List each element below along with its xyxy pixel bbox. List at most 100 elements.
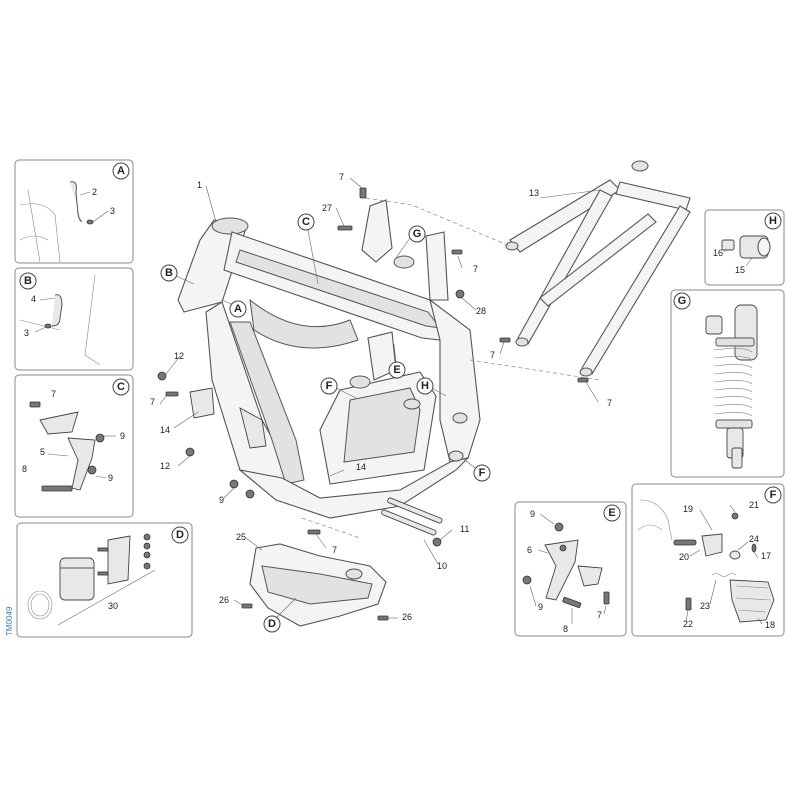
main-frame-artwork <box>157 187 481 519</box>
callout-letter-e: E <box>608 507 615 519</box>
callout-letter-f-main-left: F <box>326 380 333 392</box>
callout-b-inset: B <box>19 272 37 290</box>
part-number-6-inset-e: 6 <box>527 545 532 555</box>
callout-a-inset: A <box>112 162 130 180</box>
inset-c-artwork <box>29 401 105 492</box>
callout-letter-f: F <box>770 489 777 501</box>
part-number-17-inset-f: 17 <box>761 551 771 561</box>
callout-letter-h: H <box>769 215 777 227</box>
callout-letter-b-main: B <box>165 267 173 279</box>
part-number-22-inset-f: 22 <box>683 619 693 629</box>
part-number-13: 13 <box>529 188 539 198</box>
part-number-7-subframe-right: 7 <box>607 398 612 408</box>
part-number-7-bottom: 7 <box>332 545 337 555</box>
part-number-16-inset-h: 16 <box>713 248 723 258</box>
part-number-15-inset-h: 15 <box>735 265 745 275</box>
callout-pointers <box>175 229 479 621</box>
part-number-9-main: 9 <box>219 495 224 505</box>
part-number-20-inset-f: 20 <box>679 552 689 562</box>
inset-d-box <box>16 522 193 638</box>
part-number-10: 10 <box>437 561 447 571</box>
part-number-26-right: 26 <box>402 612 412 622</box>
callout-c-main: C <box>297 213 315 231</box>
part-number-5-inset-c: 5 <box>40 447 45 457</box>
inset-b-box <box>14 267 134 371</box>
callout-letter-g-main: G <box>413 228 422 240</box>
callout-letter-c: C <box>117 381 125 393</box>
rear-subframe-artwork <box>499 160 691 383</box>
callout-g-main: G <box>408 225 426 243</box>
part-number-9-inset-c-top: 9 <box>120 431 125 441</box>
inset-f-artwork <box>637 499 775 623</box>
main-leader-lines <box>159 177 601 619</box>
part-number-2-inset-a: 2 <box>92 187 97 197</box>
part-number-14-center: 14 <box>356 462 366 472</box>
callout-letter-b: B <box>24 275 32 287</box>
part-number-7-shock-mount: 7 <box>473 264 478 274</box>
swingarm-bolts-artwork <box>301 497 443 547</box>
subframe-connection-line-top <box>365 197 511 247</box>
part-number-27: 27 <box>322 203 332 213</box>
callout-b-main: B <box>160 264 178 282</box>
inset-a-artwork <box>19 181 94 263</box>
inset-a-box <box>14 159 134 264</box>
callout-d-main: D <box>263 615 281 633</box>
callout-letter-h-main: H <box>421 380 429 392</box>
part-number-12-bottom: 12 <box>160 461 170 471</box>
part-number-3-inset-a: 3 <box>110 206 115 216</box>
part-number-19-inset-f: 19 <box>683 504 693 514</box>
callout-letter-d-main: D <box>268 618 276 630</box>
part-number-9-inset-e-top: 9 <box>530 509 535 519</box>
inset-d-artwork <box>27 533 156 626</box>
inset-e-artwork <box>522 522 610 609</box>
subframe-connection-line-bottom <box>469 359 601 381</box>
callout-letter-g: G <box>678 295 687 307</box>
callout-letter-d: D <box>176 529 184 541</box>
callout-f-main-left: F <box>320 377 338 395</box>
part-number-7-inset-e: 7 <box>597 610 602 620</box>
part-number-8-inset-c: 8 <box>22 464 27 474</box>
inset-b-artwork <box>19 274 101 366</box>
part-number-7-left: 7 <box>150 397 155 407</box>
callout-d-inset: D <box>171 526 189 544</box>
part-number-18-inset-f: 18 <box>765 620 775 630</box>
inset-g-shock-artwork <box>705 304 758 469</box>
part-number-11: 11 <box>460 524 469 534</box>
callout-letter-a-main: A <box>234 303 242 315</box>
part-number-7-inset-c: 7 <box>51 389 56 399</box>
part-number-14-left: 14 <box>160 425 170 435</box>
callout-h-main: H <box>416 377 434 395</box>
part-number-9-inset-e-bottom: 9 <box>538 602 543 612</box>
callout-letter-a: A <box>117 165 125 177</box>
part-number-24-inset-f: 24 <box>749 534 759 544</box>
part-number-30-inset-d: 30 <box>108 601 118 611</box>
part-number-7-top: 7 <box>339 172 344 182</box>
callout-letter-c-main: C <box>302 216 310 228</box>
callout-a-main: A <box>229 300 247 318</box>
part-number-3-inset-b: 3 <box>24 328 29 338</box>
part-number-12-top: 12 <box>174 351 184 361</box>
callout-g-inset: G <box>673 292 691 310</box>
part-number-26-left: 26 <box>219 595 229 605</box>
callout-e-inset: E <box>603 504 621 522</box>
callout-letter-f-main-right: F <box>479 467 486 479</box>
callout-h-inset: H <box>764 212 782 230</box>
part-number-9-inset-c-bottom: 9 <box>108 473 113 483</box>
skid-plate-artwork <box>241 543 389 627</box>
callout-letter-e-main: E <box>393 364 400 376</box>
callout-f-main-right: F <box>473 464 491 482</box>
part-number-1: 1 <box>197 180 202 190</box>
part-number-21-inset-f: 21 <box>749 500 759 510</box>
part-number-7-subframe-left: 7 <box>490 350 495 360</box>
part-number-23-inset-f: 23 <box>700 601 710 611</box>
callout-f-inset: F <box>764 486 782 504</box>
inset-h-artwork <box>721 235 771 259</box>
part-number-8-inset-e: 8 <box>563 624 568 634</box>
callout-c-inset: C <box>112 378 130 396</box>
part-number-28: 28 <box>476 306 486 316</box>
part-number-25: 25 <box>236 532 246 542</box>
part-number-4-inset-b: 4 <box>31 294 36 304</box>
callout-e-main: E <box>388 361 406 379</box>
diagram-id-label: TM0049 <box>5 606 14 636</box>
